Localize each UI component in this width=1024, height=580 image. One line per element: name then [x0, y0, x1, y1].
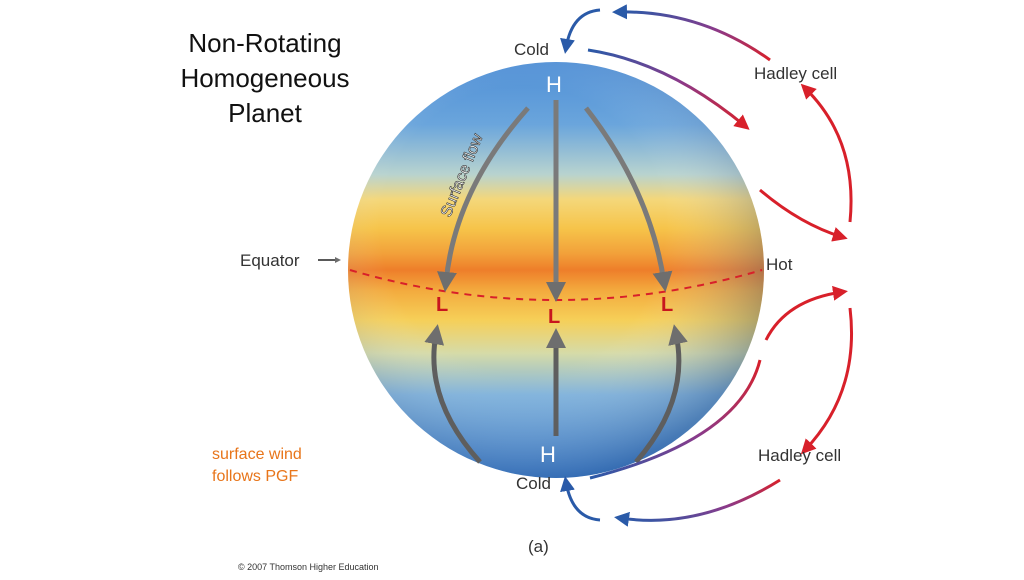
hadley-top-arrow-outer: [587, 48, 750, 130]
title-line-1: Non-Rotating: [188, 28, 342, 58]
high-pressure-top: H: [546, 72, 562, 97]
hadley-bottom-arrow-descend: [560, 476, 601, 522]
cold-bottom-label: Cold: [516, 474, 551, 493]
surface-flow-arrow-left-north: [437, 106, 530, 292]
hot-label: Hot: [766, 255, 793, 274]
hadley-top-arrow-lower: [759, 188, 848, 242]
hadley-top-arrow-descend: [560, 8, 601, 54]
hadley-cell-bottom-arrows: [560, 285, 854, 527]
panel-label: (a): [528, 537, 549, 556]
surface-flow-arrow-left-south: [424, 324, 482, 464]
title-line-2: Homogeneous: [180, 63, 350, 93]
hadley-bottom-arrow-rising: [800, 307, 854, 455]
equator-label: Equator: [240, 251, 300, 270]
copyright-text: © 2007 Thomson Higher Education: [238, 562, 379, 572]
hadley-top-arrow-rising: [800, 83, 853, 223]
cold-top-label: Cold: [514, 40, 549, 59]
hadley-cell-bottom-label: Hadley cell: [758, 446, 841, 465]
hadley-bottom-arrow-upper: [764, 285, 848, 341]
low-pressure-right: L: [661, 294, 673, 316]
surface-wind-note: surface wind follows PGF: [212, 444, 302, 488]
hadley-bottom-arrow-return: [614, 478, 781, 527]
note-line-2: follows PGF: [212, 468, 299, 485]
note-line-1: surface wind: [212, 446, 302, 463]
surface-flow-arrows: [424, 100, 688, 464]
surface-flow-arrow-right-south: [634, 324, 688, 464]
hadley-cell-top-arrows: [560, 4, 853, 242]
surface-flow-arrow-right-north: [584, 106, 673, 292]
high-pressure-bottom: H: [540, 442, 556, 467]
hadley-top-arrow-return: [612, 4, 771, 62]
low-pressure-center: L: [548, 306, 560, 328]
title-line-3: Planet: [228, 98, 302, 128]
low-pressure-left: L: [436, 294, 448, 316]
hadley-cell-top-label: Hadley cell: [754, 64, 837, 83]
diagram-title: Non-Rotating Homogeneous Planet: [160, 26, 370, 131]
hadley-bottom-arrow-outer: [589, 359, 762, 480]
